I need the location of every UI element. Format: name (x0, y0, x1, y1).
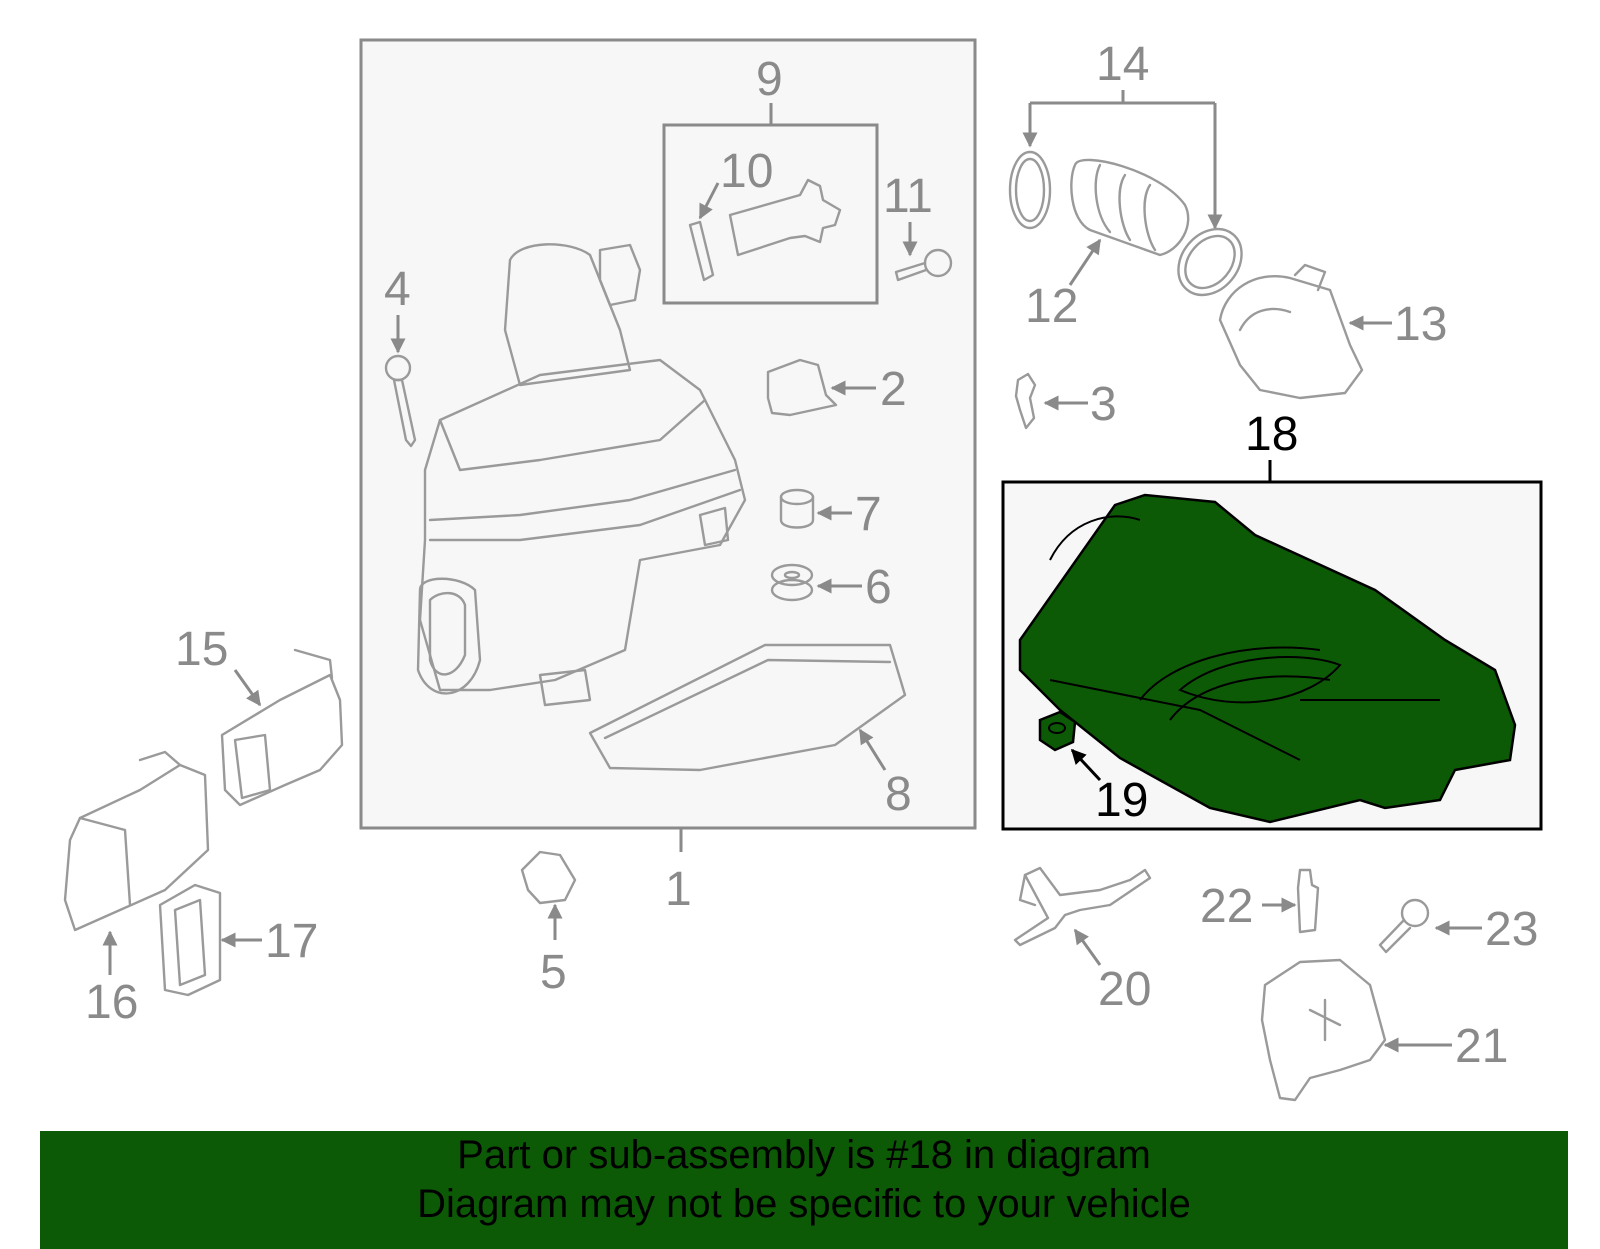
hose-clamp-part-14a (1008, 150, 1052, 230)
bolt-part-23 (1378, 898, 1430, 954)
callout-12: 12 (1025, 280, 1078, 333)
callout-9: 9 (756, 53, 783, 106)
air-cleaner-housing-part (416, 243, 747, 707)
filter-element-part-8 (588, 643, 907, 772)
pin-part-22 (1296, 868, 1320, 934)
callout-8: 8 (885, 768, 912, 821)
air-duct-part-15 (220, 648, 344, 807)
nut-part-19 (1038, 710, 1077, 752)
seal-part-17 (158, 883, 222, 997)
grommet-part-6 (770, 563, 814, 602)
callout-5: 5 (540, 946, 567, 999)
callout-3: 3 (1090, 378, 1117, 431)
intake-duct-part-16 (63, 750, 210, 932)
callout-18: 18 (1245, 408, 1298, 461)
callout-2: 2 (880, 363, 907, 416)
part-2 (766, 358, 838, 417)
callout-6: 6 (865, 561, 892, 614)
callout-15: 15 (175, 623, 228, 676)
mass-airflow-sensor-part (688, 178, 842, 282)
bracket-part-21 (1260, 958, 1387, 1102)
bracket-part-20 (1013, 866, 1152, 947)
throttle-adapter-part-13 (1218, 263, 1364, 400)
callout-4: 4 (384, 263, 411, 316)
hose-clamp-part-14b (1177, 227, 1243, 297)
engine-cover-part-18 (1018, 493, 1517, 824)
callout-23: 23 (1485, 903, 1538, 956)
callout-19: 19 (1095, 774, 1148, 827)
callout-7: 7 (855, 488, 882, 541)
callout-21: 21 (1455, 1020, 1508, 1073)
callout-22: 22 (1200, 880, 1253, 933)
footer-line-1: Part or sub-assembly is #18 in diagram (457, 1133, 1151, 1177)
callout-17: 17 (265, 915, 318, 968)
part-7 (779, 488, 815, 529)
callout-10: 10 (720, 145, 773, 198)
callout-11: 11 (883, 170, 933, 223)
clip-part-3 (1014, 372, 1037, 430)
screw-part-11 (894, 248, 953, 282)
callout-16: 16 (85, 976, 138, 1029)
callout-20: 20 (1098, 963, 1151, 1016)
intake-hose-part-12 (1070, 158, 1190, 257)
parts-diagram: 1 9 10 11 4 2 (63, 38, 1543, 1102)
footer-line-2: Diagram may not be specific to your vehi… (417, 1182, 1191, 1226)
footer-banner: Part or sub-assembly is #18 in diagram D… (40, 1131, 1568, 1249)
bracket-part-5 (520, 850, 577, 905)
bolt-part-4 (384, 354, 417, 448)
callout-14: 14 (1096, 38, 1149, 91)
callout-13: 13 (1394, 298, 1447, 351)
callout-1: 1 (665, 863, 692, 916)
